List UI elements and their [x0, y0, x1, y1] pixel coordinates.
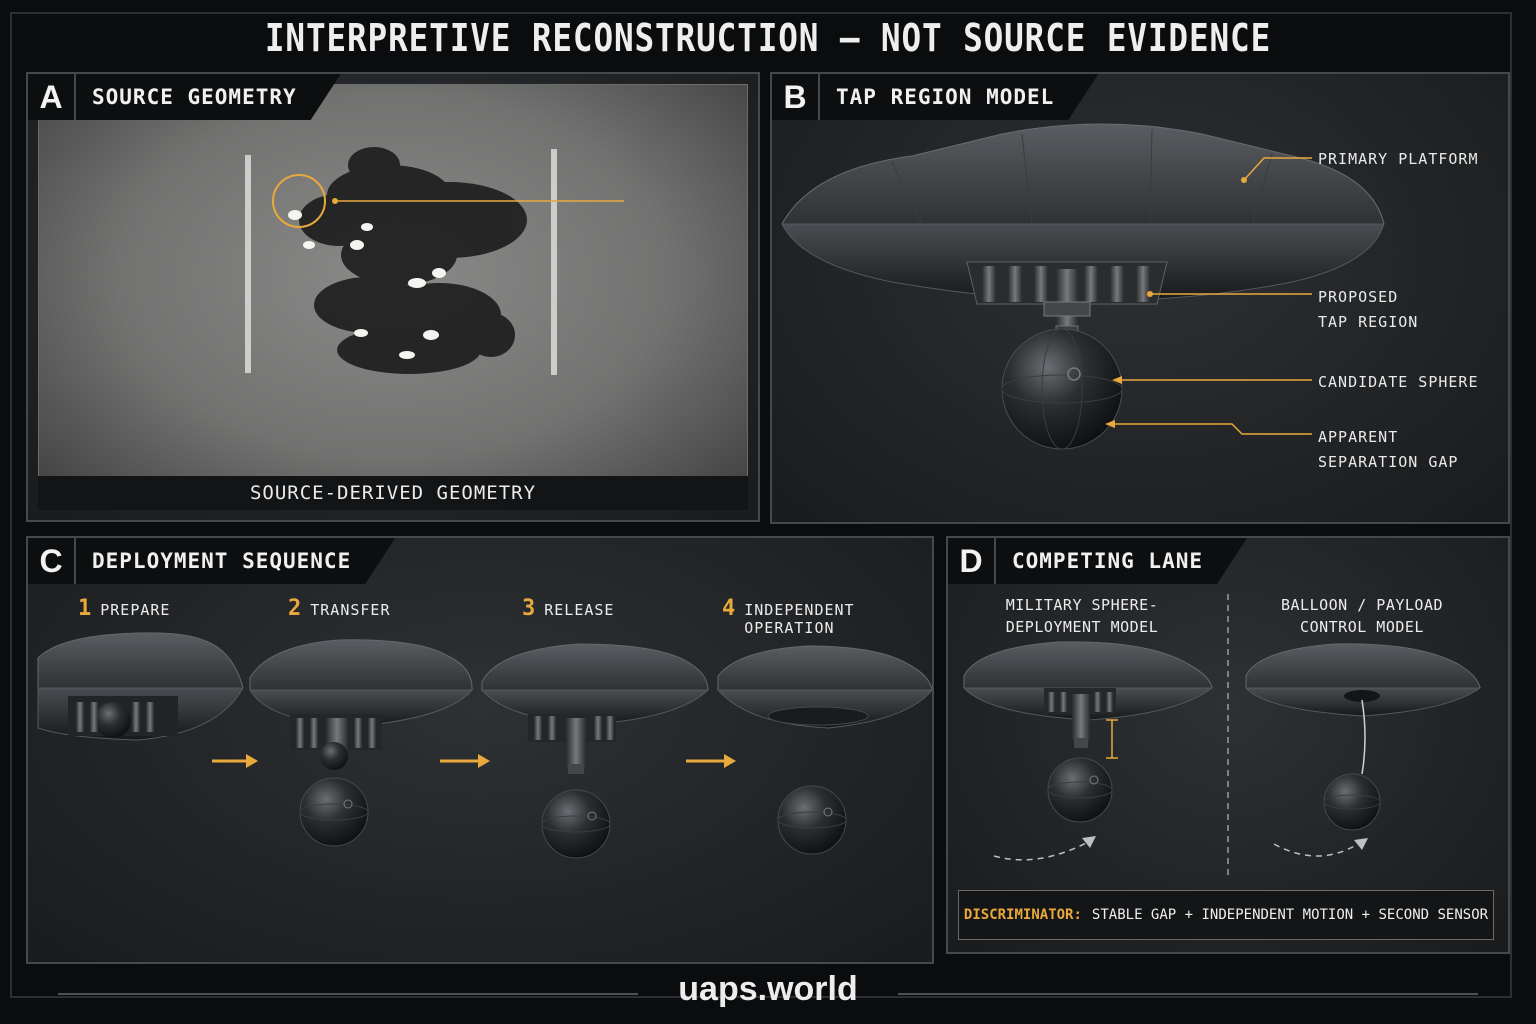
craft-transfer	[249, 639, 474, 847]
step-1-number: 1	[78, 596, 93, 621]
panel-c-label: DEPLOYMENT SEQUENCE	[76, 538, 395, 584]
panel-tap-region-model: B TAP REGION MODEL	[770, 72, 1510, 524]
source-caption: SOURCE-DERIVED GEOMETRY	[38, 476, 748, 510]
tap-region-craft-graphic	[781, 123, 1385, 450]
deployment-sequence-graphic	[37, 632, 932, 859]
panel-d-tab: D COMPETING LANE	[948, 538, 1247, 584]
footer-line-right	[898, 993, 1478, 995]
panel-a-tab: A SOURCE GEOMETRY	[28, 74, 341, 120]
callout-gap-line1: APPARENT	[1318, 428, 1399, 446]
step-4-number: 4	[722, 596, 737, 621]
panel-b-letter: B	[772, 74, 820, 120]
footer-brand[interactable]: uaps.world	[678, 970, 858, 1008]
craft-prepare	[37, 632, 244, 741]
panel-c-letter: C	[28, 538, 76, 584]
panel-b-tab: B TAP REGION MODEL	[772, 74, 1098, 120]
step-2-label: TRANSFER	[310, 601, 391, 619]
outer-frame	[10, 12, 1512, 998]
lane-balloon-title: BALLOON / PAYLOAD CONTROL MODEL	[1242, 594, 1482, 638]
lane-balloon-line2: CONTROL MODEL	[1300, 618, 1424, 636]
step-2-number: 2	[288, 596, 303, 621]
craft-release	[480, 643, 710, 859]
discriminator-key: DISCRIMINATOR:	[963, 907, 1082, 923]
lane-military-line2: DEPLOYMENT MODEL	[1005, 618, 1159, 636]
step-4: 4 INDEPENDENT OPERATION	[722, 596, 932, 637]
lane-military-title: MILITARY SPHERE- DEPLOYMENT MODEL	[962, 594, 1202, 638]
panel-c-tab: C DEPLOYMENT SEQUENCE	[28, 538, 395, 584]
craft-independent-operation	[716, 645, 932, 855]
panel-deployment-sequence: C DEPLOYMENT SEQUENCE 1 PREPARE 2 TRANSF…	[26, 536, 934, 964]
step-1-label: PREPARE	[100, 601, 171, 619]
panel-a-label: SOURCE GEOMETRY	[76, 74, 341, 120]
discriminator-text: STABLE GAP + INDEPENDENT MOTION + SECOND…	[1091, 907, 1489, 923]
footer-line-left	[58, 993, 638, 995]
panel-competing-lane: D COMPETING LANE MILITARY SPHERE- DEPLOY…	[946, 536, 1510, 954]
lane-balloon-line1: BALLOON / PAYLOAD	[1280, 596, 1444, 614]
callout-candidate-sphere: CANDIDATE SPHERE	[1318, 373, 1479, 391]
page-title: INTERPRETIVE RECONSTRUCTION — NOT SOURCE…	[264, 16, 1272, 60]
callout-gap-line2: SEPARATION GAP	[1318, 453, 1459, 471]
competing-lane-graphic	[962, 594, 1482, 878]
step-3-label: RELEASE	[544, 601, 615, 619]
callout-primary-platform: PRIMARY PLATFORM	[1318, 150, 1479, 168]
callout-tap-region-line2: TAP REGION	[1318, 313, 1419, 331]
discriminator-box: DISCRIMINATOR: STABLE GAP + INDEPENDENT …	[958, 890, 1494, 940]
panel-source-geometry: A SOURCE GEOMETRY	[26, 72, 760, 522]
source-image	[38, 84, 748, 510]
callout-tap-region-line1: PROPOSED	[1318, 288, 1399, 306]
source-blob-graphic	[245, 147, 624, 375]
step-3-number: 3	[522, 596, 537, 621]
step-4-label: INDEPENDENT OPERATION	[744, 601, 855, 637]
step-3: 3 RELEASE	[522, 596, 614, 621]
step-1: 1 PREPARE	[78, 596, 170, 621]
panel-d-label: COMPETING LANE	[996, 538, 1247, 584]
balloon-model-craft	[1244, 643, 1482, 857]
panel-b-label: TAP REGION MODEL	[820, 74, 1098, 120]
step-2: 2 TRANSFER	[288, 596, 391, 621]
panel-a-letter: A	[28, 74, 76, 120]
panel-d-letter: D	[948, 538, 996, 584]
lane-military-line1: MILITARY SPHERE-	[1005, 596, 1159, 614]
military-model-craft	[962, 641, 1214, 861]
